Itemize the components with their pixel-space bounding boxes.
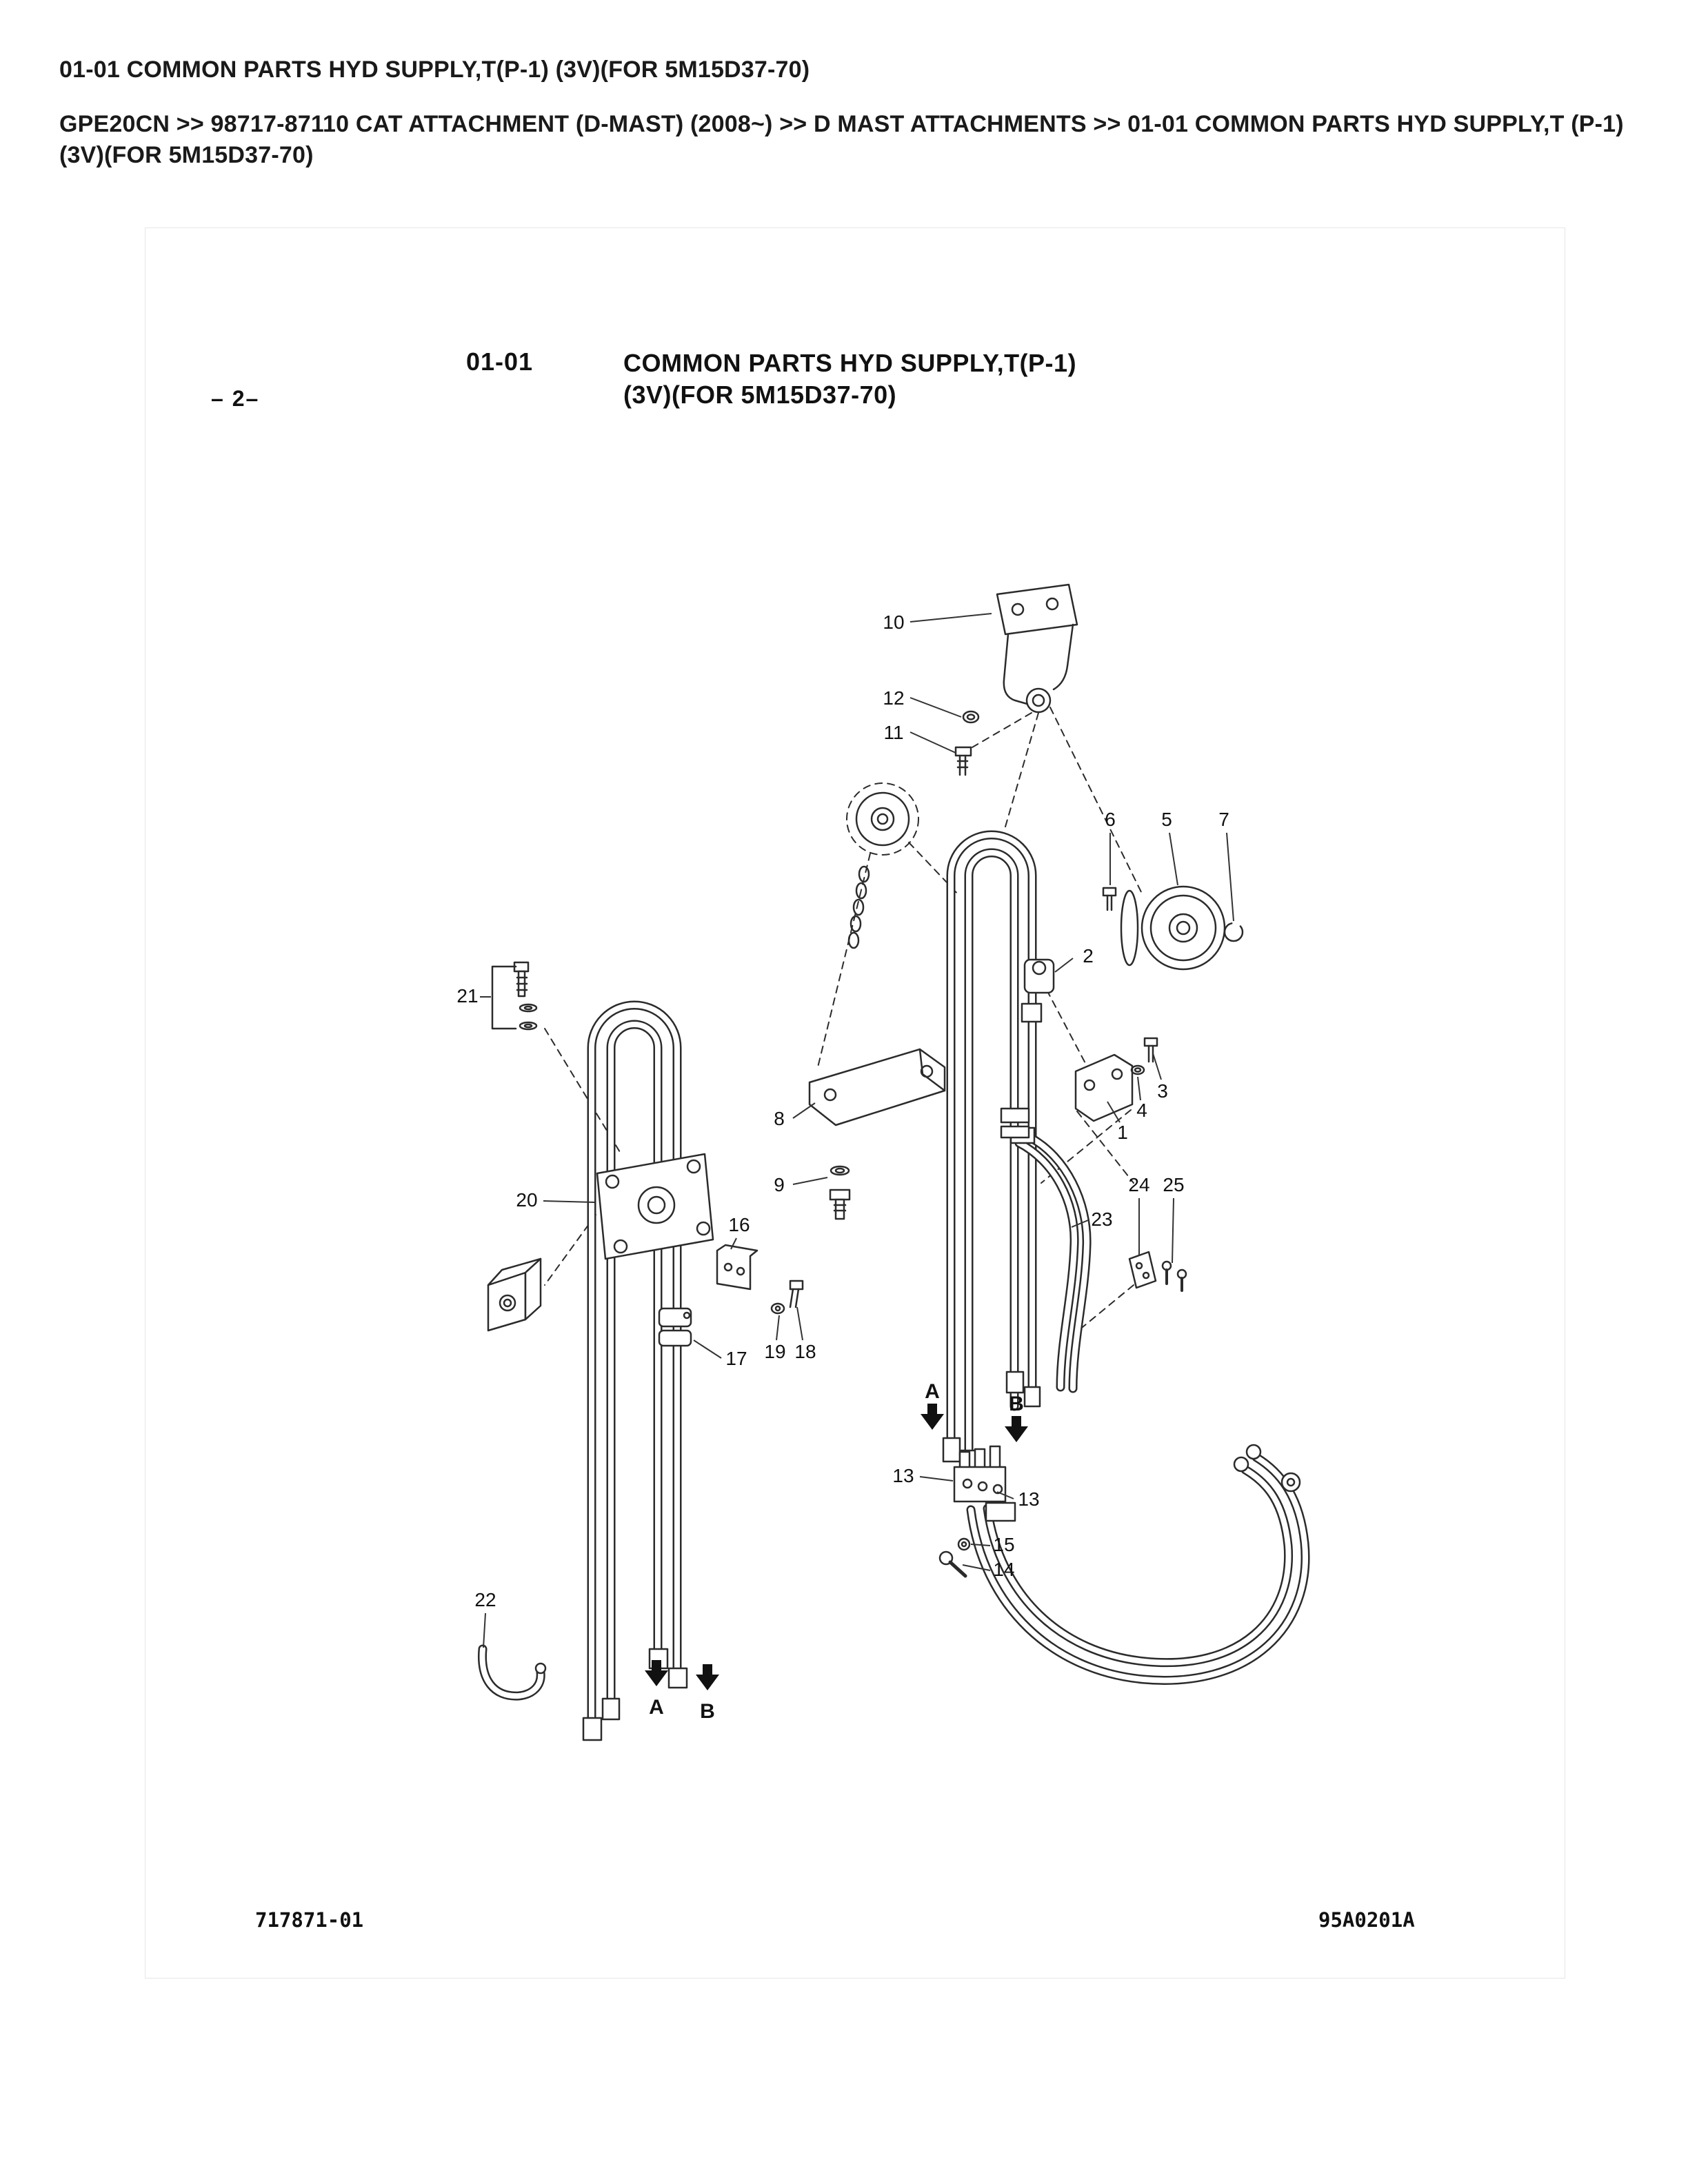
lower-hoses: [966, 1444, 1310, 1685]
leader-line: [730, 1237, 737, 1250]
part-callout-2: 2: [1083, 945, 1094, 967]
leader-line: [776, 1315, 780, 1341]
flow-arrow-B: [696, 1664, 719, 1690]
flow-label-B: B: [700, 1700, 715, 1723]
flow-arrow-A: [921, 1404, 944, 1430]
leader-line: [910, 731, 956, 754]
flow-arrow-A: [645, 1660, 668, 1686]
leader-line: [1169, 832, 1178, 886]
bolt-18-washer-19: [770, 1280, 804, 1315]
leader-line: [1172, 1197, 1174, 1264]
part-callout-17: 17: [725, 1348, 747, 1369]
leader-line: [919, 1476, 954, 1482]
bracket-16: [716, 1244, 758, 1291]
hose-fittings: [582, 1107, 1041, 1741]
part-callout-16: 16: [728, 1214, 750, 1235]
part-callout-12: 12: [883, 687, 904, 709]
diagram-section-code: 01-01: [466, 347, 534, 376]
leader-line: [693, 1339, 722, 1359]
leader-line: [1054, 958, 1074, 973]
part-callout-23: 23: [1091, 1209, 1112, 1230]
part-callout-3: 3: [1157, 1080, 1168, 1102]
chain-sprocket: [846, 782, 919, 949]
diagram-title: COMMON PARTS HYD SUPPLY,T(P-1) (3V)(FOR …: [623, 347, 1076, 411]
flow-label-A: A: [649, 1696, 664, 1719]
bolt-washer-21: [491, 961, 538, 1031]
diagram-title-line2: (3V)(FOR 5M15D37-70): [623, 381, 897, 410]
mast-hose-right: [946, 830, 1037, 1461]
elbow-tube-22: [478, 1644, 547, 1701]
part-callout-9: 9: [774, 1174, 785, 1195]
flow-arrow-B: [1005, 1416, 1028, 1442]
leader-line: [1071, 1220, 1089, 1228]
part-callout-19: 19: [764, 1341, 785, 1362]
bracket-1-3-4: [1074, 1037, 1158, 1122]
mast-hose-left: [587, 1000, 682, 1727]
junction-block-13: [938, 1445, 1016, 1578]
plate-20: [596, 1153, 714, 1260]
leader-line: [1226, 832, 1234, 922]
breadcrumb: GPE20CN >> 98717-87110 CAT ATTACHMENT (D…: [59, 111, 1624, 168]
part-callout-13: 13: [892, 1465, 914, 1486]
part-callout-10: 10: [883, 611, 904, 633]
leader-line: [1107, 1101, 1121, 1123]
leader-line: [962, 1564, 991, 1571]
leader-line: [1137, 1076, 1141, 1101]
part-callout-7: 7: [1218, 809, 1229, 830]
part-callout-15: 15: [993, 1534, 1014, 1555]
part-callout-8: 8: [774, 1108, 785, 1129]
valve-block: [487, 1257, 542, 1332]
part-callout-6: 6: [1105, 809, 1116, 830]
hose-clamp-17: [658, 1307, 692, 1347]
part-callout-22: 22: [474, 1589, 496, 1610]
flow-label-B: B: [1009, 1393, 1024, 1415]
part-callout-24: 24: [1128, 1174, 1149, 1195]
leader-line: [543, 1200, 595, 1203]
leader-line: [483, 1612, 486, 1648]
hanger-bracket-10: [954, 583, 1078, 776]
plate-24-screws-25: [1128, 1251, 1187, 1292]
leader-line: [910, 613, 992, 623]
leader-line: [792, 1177, 828, 1185]
leader-line: [910, 697, 962, 718]
leader-line: [792, 1102, 816, 1119]
page-marker: – 2–: [211, 386, 260, 411]
clevis-2: [1021, 958, 1055, 1023]
pipe-23: [1009, 1126, 1092, 1393]
diagram-panel: [145, 228, 1565, 1979]
flow-label-A: A: [925, 1380, 940, 1403]
page-title: 01-01 COMMON PARTS HYD SUPPLY,T(P-1) (3V…: [59, 57, 810, 83]
part-callout-21: 21: [456, 985, 478, 1007]
drawing-code: 95A0201A: [1318, 1908, 1415, 1932]
bracket-8: [808, 1048, 946, 1220]
pulley-assembly: [1102, 885, 1244, 971]
doc-number: 717871-01: [255, 1908, 364, 1932]
part-callout-18: 18: [794, 1341, 816, 1362]
part-callout-11: 11: [883, 722, 903, 743]
part-callout-1: 1: [1117, 1122, 1128, 1143]
part-callout-20: 20: [516, 1189, 537, 1211]
leader-line: [970, 1544, 991, 1546]
leader-line: [996, 1491, 1014, 1499]
leader-line: [796, 1306, 803, 1341]
part-callout-4: 4: [1136, 1100, 1147, 1121]
leader-line: [1152, 1053, 1162, 1080]
part-callout-14: 14: [993, 1559, 1014, 1580]
parts-drawing: [478, 583, 1310, 1741]
part-callout-5: 5: [1161, 809, 1172, 830]
diagram-title-line1: COMMON PARTS HYD SUPPLY,T(P-1): [623, 349, 1077, 377]
part-callout-13: 13: [1018, 1488, 1039, 1510]
part-callout-25: 25: [1163, 1174, 1184, 1195]
